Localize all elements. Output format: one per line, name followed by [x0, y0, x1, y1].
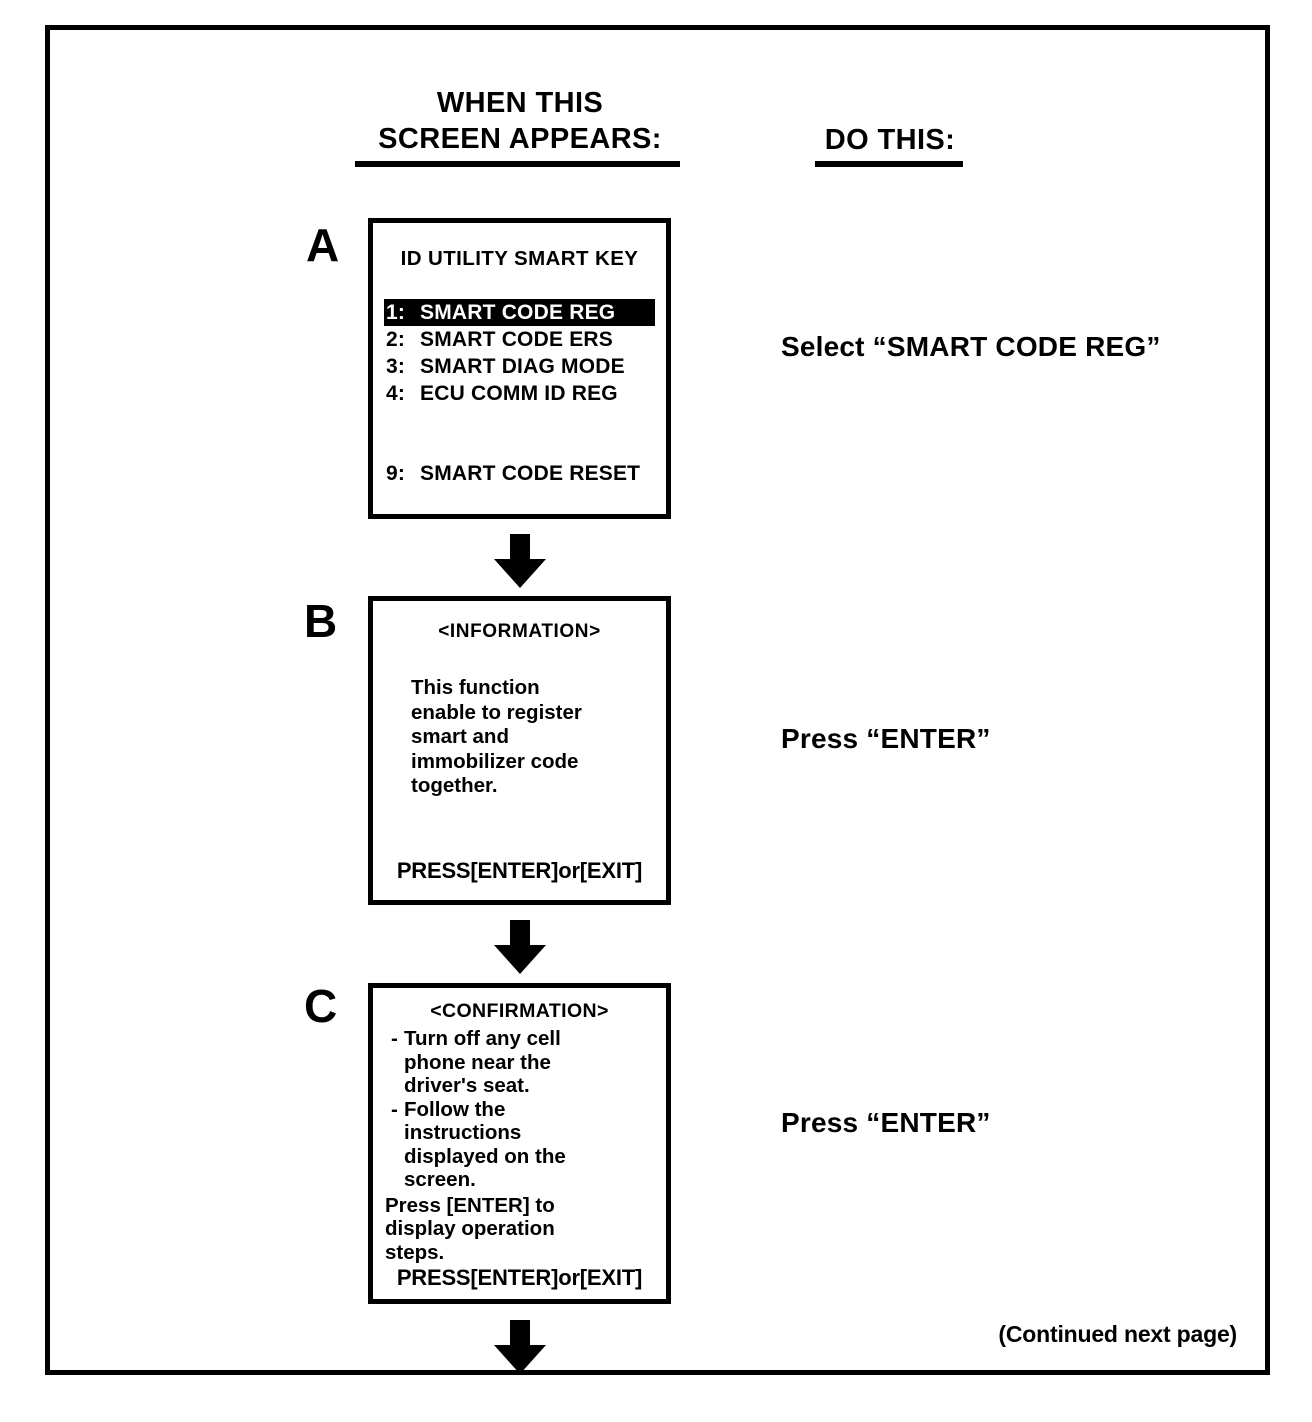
device-screen-c: <CONFIRMATION> - Turn off any cell phone… [368, 983, 671, 1304]
screen-b-footer-prompt: PRESS[ENTER]or[EXIT] [396, 858, 643, 883]
screen-c-bullet-list: - Turn off any cell phone near the drive… [391, 1027, 666, 1192]
confirmation-bullet: - Follow the instructions displayed on t… [391, 1098, 666, 1192]
menu-item-number: 3: [386, 355, 406, 378]
screen-c-footer-prompt: PRESS[ENTER]or[EXIT] [396, 1265, 643, 1290]
arrow-down-icon [491, 1318, 549, 1376]
step-letter-a: A [306, 219, 340, 271]
screen-c-title: <CONFIRMATION> [430, 1000, 609, 1022]
column-heading-do-this: DO THIS: [824, 124, 956, 156]
arrow-down-icon [491, 918, 549, 976]
device-screen-a: ID UTILITY SMART KEY 1: SMART CODE REG 2… [368, 218, 671, 519]
action-instruction-c: Press “ENTER” [781, 1107, 991, 1138]
column-heading-right-underline [815, 161, 963, 167]
action-instruction-b: Press “ENTER” [781, 723, 991, 754]
step-letter-b: B [304, 595, 338, 647]
bullet-dash: - [391, 1027, 398, 1050]
menu-item-smart-code-reg[interactable]: 1: SMART CODE REG [384, 299, 655, 326]
page-frame: WHEN THIS SCREEN APPEARS: DO THIS: A ID … [45, 25, 1270, 1375]
column-heading-left-underline [355, 161, 680, 167]
confirmation-bullet: - Turn off any cell phone near the drive… [391, 1027, 666, 1098]
bullet-text: Turn off any cell phone near the driver'… [404, 1027, 561, 1097]
menu-item-ecu-comm-id-reg[interactable]: 4: ECU COMM ID REG [384, 380, 655, 407]
menu-item-smart-diag-mode[interactable]: 3: SMART DIAG MODE [384, 353, 655, 380]
menu-item-smart-code-reset[interactable]: 9: SMART CODE RESET [384, 460, 655, 487]
screen-a-menu-list: 1: SMART CODE REG 2: SMART CODE ERS 3: S… [373, 299, 666, 487]
menu-item-smart-code-ers[interactable]: 2: SMART CODE ERS [384, 326, 655, 353]
screen-a-title: ID UTILITY SMART KEY [400, 247, 639, 270]
arrow-down-icon [491, 532, 549, 590]
menu-item-number: 9: [386, 462, 406, 485]
bullet-dash: - [391, 1097, 398, 1121]
screen-b-title: <INFORMATION> [438, 621, 601, 642]
menu-item-label: SMART CODE REG [420, 301, 616, 324]
menu-item-number: 2: [386, 328, 406, 351]
step-letter-c: C [304, 980, 338, 1032]
menu-item-number: 4: [386, 382, 406, 405]
continued-next-page-note: (Continued next page) [998, 1321, 1237, 1347]
column-heading-when-this-screen-appears: WHEN THIS SCREEN APPEARS: [378, 87, 662, 155]
menu-item-label: SMART DIAG MODE [420, 355, 625, 378]
bullet-text: Follow the instructions displayed on the… [404, 1097, 566, 1192]
screen-c-note-text: Press [ENTER] to display operation steps… [385, 1193, 555, 1264]
menu-item-label: SMART CODE RESET [420, 462, 641, 485]
menu-item-number: 1: [386, 301, 406, 324]
device-screen-b: <INFORMATION> This function enable to re… [368, 596, 671, 905]
screen-b-body-text: This function enable to register smart a… [411, 676, 582, 797]
menu-item-label: SMART CODE ERS [420, 328, 613, 351]
menu-item-label: ECU COMM ID REG [420, 382, 618, 405]
action-instruction-a: Select “SMART CODE REG” [781, 331, 1161, 362]
